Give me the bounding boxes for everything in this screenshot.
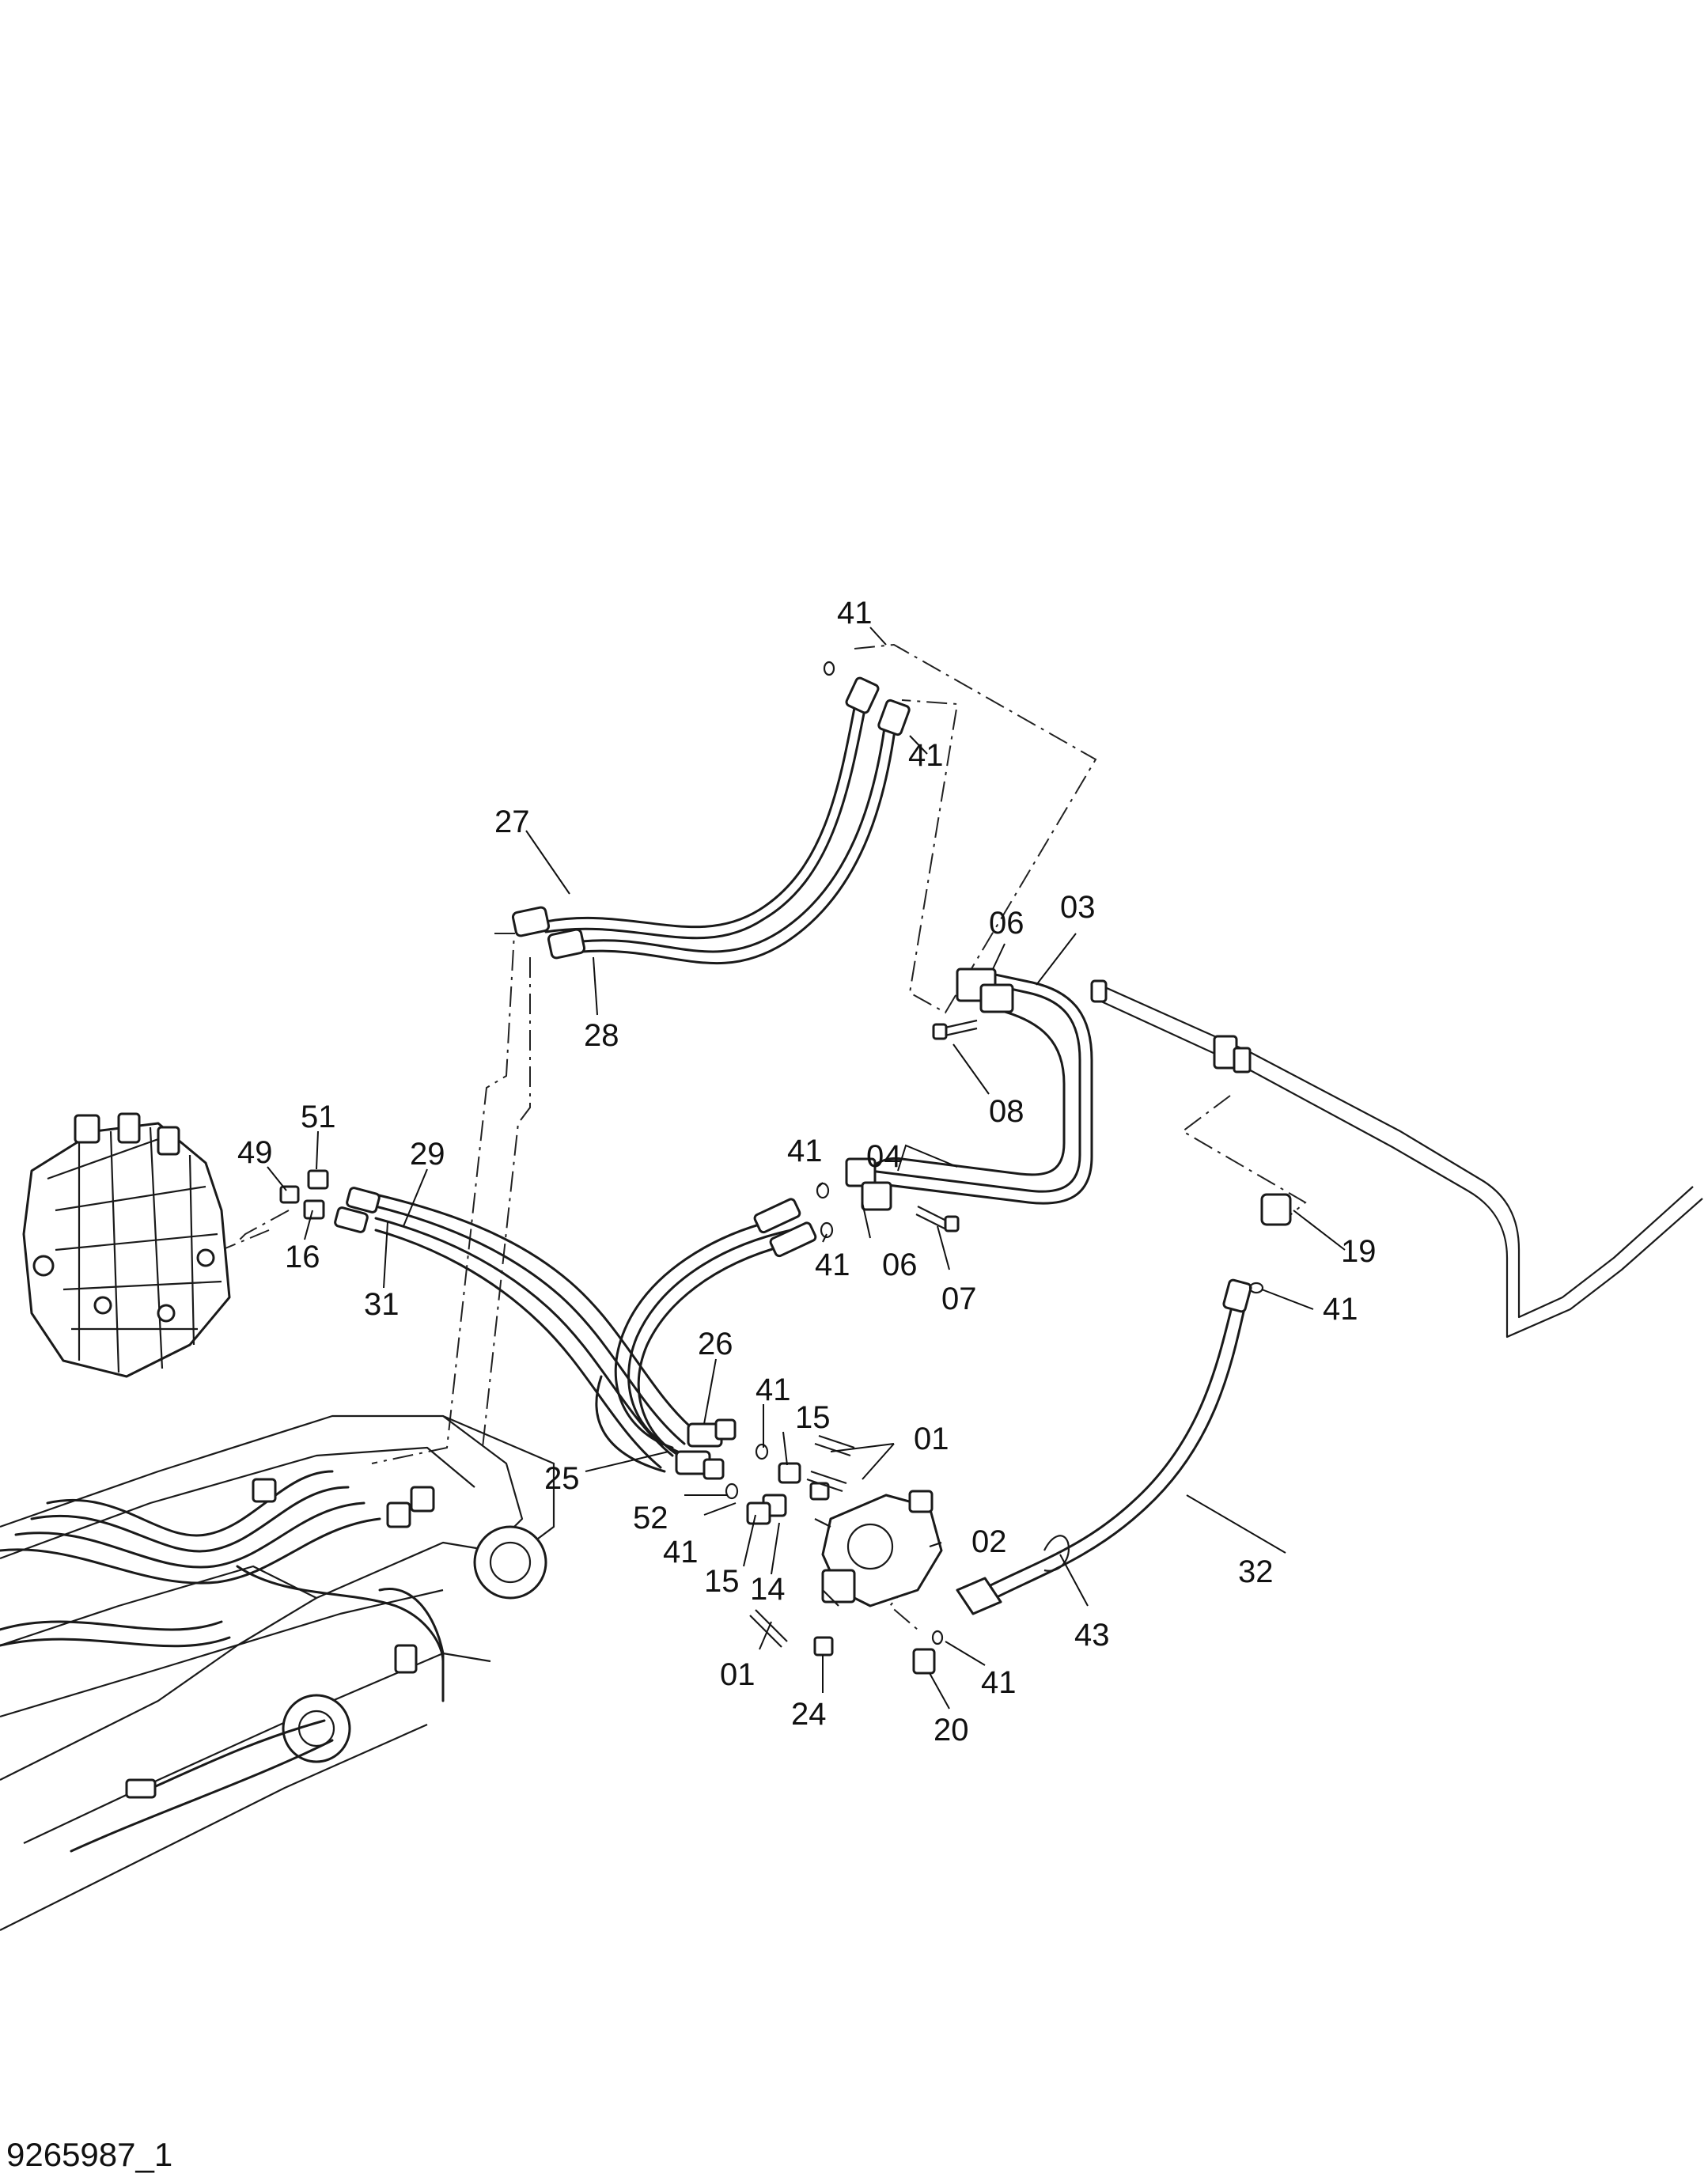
callout-24: 24	[791, 1697, 827, 1732]
callout-41-top2: 41	[908, 738, 944, 773]
callout-04: 04	[866, 1139, 902, 1174]
hose-32	[816, 661, 1292, 1615]
callout-43: 43	[1074, 1618, 1110, 1653]
boom-structure	[0, 1414, 555, 1931]
callout-51: 51	[301, 1100, 336, 1134]
callout-16: 16	[285, 1240, 320, 1274]
callout-01-a: 01	[914, 1422, 949, 1456]
callout-15-b: 15	[704, 1564, 740, 1599]
hose-29-31	[334, 1187, 817, 1480]
callout-07: 07	[941, 1282, 977, 1316]
leader-lines	[267, 627, 1346, 1710]
hose-27-28	[511, 676, 911, 965]
frame-bar	[1090, 979, 1703, 1339]
callout-52: 52	[633, 1501, 668, 1535]
callout-41-mid-a: 41	[787, 1134, 823, 1168]
callout-27: 27	[494, 805, 530, 839]
callout-41-top: 41	[837, 596, 873, 630]
fittings-49-51-16	[279, 1169, 329, 1220]
callout-19: 19	[1341, 1234, 1377, 1269]
callout-28: 28	[584, 1018, 619, 1053]
callout-20: 20	[934, 1713, 969, 1747]
callout-01-b: 01	[720, 1657, 756, 1692]
callout-31: 31	[364, 1287, 400, 1322]
callout-49: 49	[237, 1135, 273, 1170]
callout-41-mid-b: 41	[815, 1248, 850, 1282]
callout-26: 26	[698, 1327, 733, 1361]
tubes-03-04	[845, 967, 1093, 1232]
callout-41-pump: 41	[756, 1373, 791, 1407]
callout-32: 32	[1238, 1554, 1274, 1589]
callout-02: 02	[971, 1524, 1007, 1559]
control-valve	[22, 1112, 231, 1378]
document-id: 9265987_1	[6, 2136, 172, 2173]
callout-06-mid: 06	[882, 1248, 918, 1282]
callout-41-right: 41	[1323, 1292, 1358, 1327]
callout-41-bot: 41	[981, 1665, 1017, 1700]
reference-lines	[221, 643, 1307, 1630]
callout-14: 14	[750, 1572, 786, 1607]
callout-29: 29	[410, 1137, 445, 1172]
callout-41-low: 41	[663, 1535, 699, 1569]
callout-15-a: 15	[795, 1400, 831, 1435]
callout-06-top: 06	[989, 906, 1024, 941]
callout-25: 25	[544, 1461, 580, 1496]
callout-03: 03	[1060, 890, 1096, 925]
valve-02	[725, 1434, 944, 1675]
callout-08: 08	[989, 1094, 1024, 1129]
callout-labels: 41 41 27 28 06 03 08 04 49 51 29 16 31 4…	[237, 596, 1377, 1747]
